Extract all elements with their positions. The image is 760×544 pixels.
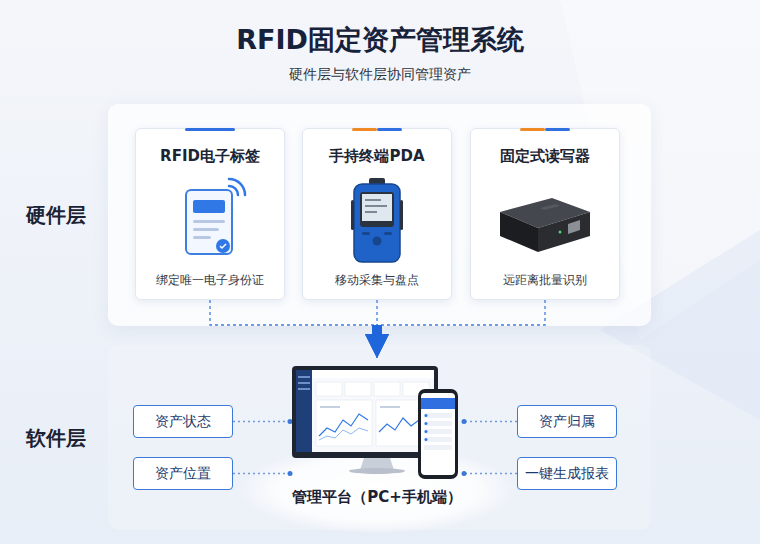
hardware-card: RFID电子标签绑定唯一电子身份证 <box>135 128 285 300</box>
hardware-card: 固定式读写器远距离批量识别 <box>470 128 620 300</box>
feature-box: 资产位置 <box>133 457 233 490</box>
arrow-shaft <box>372 325 382 342</box>
card-heading: 固定式读写器 <box>475 147 615 166</box>
diagram-title: RFID固定资产管理系统 <box>0 22 760 58</box>
card-description: 移动采集与盘点 <box>307 272 447 289</box>
layer-label: 硬件层 <box>16 202 96 229</box>
feature-box: 一键生成报表 <box>517 457 617 490</box>
subtitle: 硬件层与软件层协同管理资产 <box>0 66 760 84</box>
feature-label: 资产位置 <box>155 465 211 483</box>
feature-box: 资产状态 <box>133 405 233 438</box>
feature-label: 资产归属 <box>539 413 595 431</box>
feature-box: 资产归属 <box>517 405 617 438</box>
card-heading: 手持终端PDA <box>307 147 447 166</box>
feature-label: 资产状态 <box>155 413 211 431</box>
platform-node: 管理平台（PC+手机端） <box>290 358 464 525</box>
feature-label: 一键生成报表 <box>525 465 609 483</box>
card-heading: RFID电子标签 <box>140 147 280 166</box>
hardware-card: 手持终端PDA 移动采集与盘点 <box>302 128 452 300</box>
card-description: 绑定唯一电子身份证 <box>140 272 280 289</box>
layer-band: 硬件层RFID电子标签绑定唯一电子身份证手持终端PDA移动采集与盘点固定式读写器… <box>108 104 651 326</box>
layer-label: 软件层 <box>16 424 96 451</box>
platform-label: 管理平台（PC+手机端） <box>270 488 484 507</box>
card-description: 远距离批量识别 <box>475 272 615 289</box>
layer-band: 软件层资产状态资产位置管理平台（PC+手机端）资产归属一键生成报表 <box>108 345 651 530</box>
